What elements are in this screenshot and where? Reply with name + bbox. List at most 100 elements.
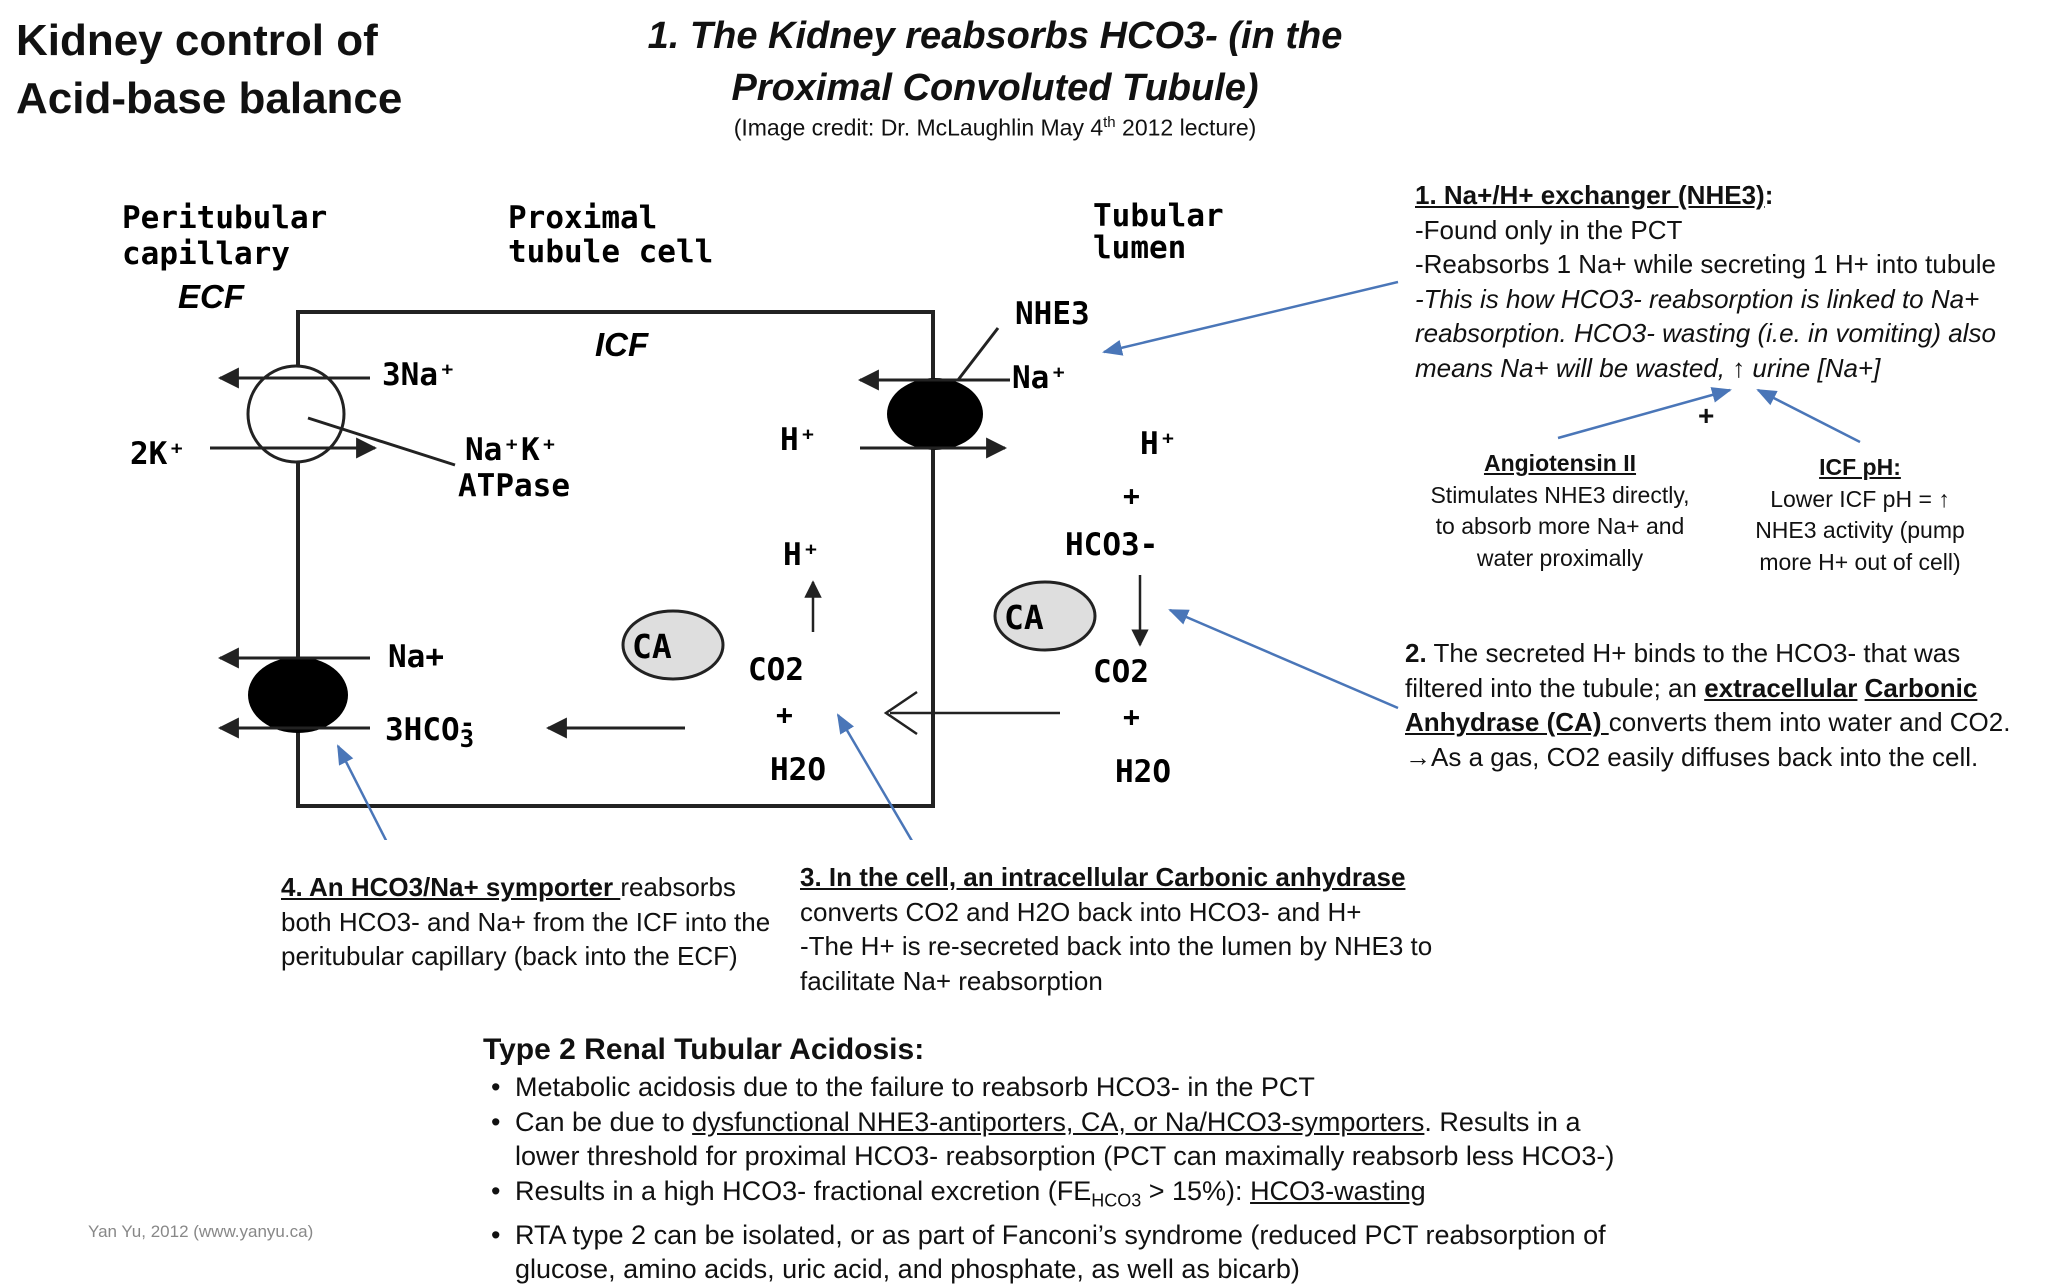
label-peritubular-2: capillary (122, 236, 290, 272)
note3-line2: -The H+ is re-secreted back into the lum… (800, 931, 1433, 961)
label-h-cell-2: H⁺ (783, 537, 820, 573)
arrow-angiotensin (1557, 387, 1732, 440)
label-lumen-2: lumen (1093, 230, 1186, 266)
label-peritubular-1: Peritubular (122, 200, 327, 236)
note4-line2: peritubular capillary (back into the ECF… (281, 941, 738, 971)
note2-bold2: Carbonic (1864, 672, 1978, 703)
plus-cell: + (776, 698, 793, 731)
note1-line3: -This is how HCO3- reabsorption is linke… (1415, 283, 1980, 314)
icfph-line3: more H+ out of cell) (1759, 548, 1961, 575)
note4-tail: reabsorbs (620, 872, 736, 902)
rta-b2-pre: Can be due to (515, 1106, 693, 1137)
plus-lumen-2: + (1123, 700, 1140, 733)
note1-colon: : (1764, 180, 1774, 210)
label-2k: 2K⁺ (130, 436, 186, 472)
note2-line2: filtered into the tubule; an (1405, 672, 1705, 703)
note1-heading: 1. Na+/H+ exchanger (NHE3) (1415, 180, 1765, 210)
rta-b3-pre: Results in a high HCO3- fractional excre… (515, 1175, 1092, 1206)
note-icf-ph: ICF pH: Lower ICF pH = ↑ NHE3 activity (… (1730, 452, 1990, 578)
label-ca-cell: CA (632, 627, 672, 666)
nhe3-pump (887, 378, 983, 450)
label-3na: 3Na⁺ (382, 357, 457, 393)
label-h-cell: H⁺ (780, 422, 817, 458)
rta-b2-post: . Results in a (1424, 1106, 1581, 1137)
rta-section: Type 2 Renal Tubular Acidosis: Metabolic… (483, 1030, 1614, 1287)
note4-line1: both HCO3- and Na+ from the ICF into the (281, 906, 771, 937)
rta-bullet-1: Metabolic acidosis due to the failure to… (491, 1070, 1614, 1105)
label-proximal-2: tubule cell (508, 234, 713, 270)
label-na-symp: Na+ (388, 639, 444, 675)
pointer-note4 (336, 744, 388, 840)
section-title-line2: Proximal Convoluted Tubule) (731, 67, 1259, 109)
label-icf: ICF (595, 326, 649, 363)
angiotensin-line2: to absorb more Na+ and (1435, 513, 1685, 539)
main-title: Kidney control of Acid-base balance (16, 12, 402, 128)
arrowhead-co2-diffusion (883, 690, 918, 736)
rta-b3-sub: HCO3 (1091, 1190, 1142, 1211)
note-extracellular-ca: 2. The secreted H+ binds to the HCO3- th… (1405, 636, 2010, 774)
nhe3-pointer (956, 327, 1000, 381)
label-co2-lumen: CO2 (1093, 654, 1149, 690)
icfph-line2: NHE3 activity (pump (1755, 517, 1965, 543)
note3-line3: facilitate Na+ reabsorption (800, 965, 1103, 996)
rta-bullet-2-cont: lower threshold for proximal HCO3- reabs… (515, 1141, 1615, 1172)
rta-heading: Type 2 Renal Tubular Acidosis: (483, 1033, 925, 1066)
label-hco3-symp: 3HCO3- (385, 709, 475, 753)
note2-line4: →As a gas, CO2 easily diffuses back into… (1405, 741, 1979, 772)
icfph-heading: ICF pH: (1819, 454, 1901, 480)
nak-atpase-pump (246, 364, 346, 464)
label-ecf: ECF (178, 278, 245, 315)
rta-bullet-3: Results in a high HCO3- fractional excre… (491, 1174, 1614, 1218)
note2-num: 2. (1405, 638, 1427, 668)
main-title-line2: Acid-base balance (16, 74, 403, 123)
pointer-note3 (836, 713, 913, 840)
note1-line4: reabsorption. HCO3- wasting (i.e. in vom… (1415, 318, 1996, 348)
label-h2o-lumen: H2O (1115, 754, 1171, 790)
section-title-line1: 1. The Kidney reabsorbs HCO3- (in the (647, 15, 1343, 57)
credit-prefix: (Image credit: Dr. McLaughlin May 4 (733, 114, 1104, 141)
rta-bullet-2: Can be due to dysfunctional NHE3-antipor… (491, 1105, 1614, 1140)
arrow-icfph (1756, 388, 1861, 444)
angiotensin-line1: Stimulates NHE3 directly, (1430, 481, 1690, 508)
note2-line3: converts them into water and CO2. (1608, 707, 2011, 737)
rta-bullet-4-cont: glucose, amino acids, uric acid, and pho… (515, 1254, 1300, 1285)
note2-bold3: Anhydrase (CA) (1405, 707, 1609, 737)
modulator-arrows (1557, 387, 1861, 444)
note3-line1: converts CO2 and H2O back into HCO3- and… (800, 896, 1362, 927)
note4-heading: 4. An HCO3/Na+ symporter (281, 872, 621, 902)
label-na-lumen: Na⁺ (1012, 360, 1068, 396)
label-nhe3: NHE3 (1015, 296, 1090, 332)
rta-b3-underline: HCO3-wasting (1250, 1175, 1426, 1206)
hco3-na-symporter (248, 657, 348, 733)
atpase-pointer (307, 416, 456, 467)
label-ca-lumen: CA (1004, 598, 1044, 637)
ca-lumen (993, 580, 1097, 652)
section-title: 1. The Kidney reabsorbs HCO3- (in the Pr… (580, 10, 1410, 114)
label-h-lumen: H⁺ (1140, 426, 1177, 462)
note1-plus: + (1698, 400, 1715, 431)
pointer-note2 (1168, 608, 1399, 710)
label-atpase-2: ATPase (458, 468, 570, 504)
angiotensin-heading: Angiotensin II (1483, 450, 1637, 476)
note1-line1: -Found only in the PCT (1415, 214, 1683, 245)
note1-line5: means Na+ will be wasted, ↑ urine [Na+] (1415, 352, 1881, 383)
note2-bold1: extracellular (1704, 672, 1858, 703)
label-h2o-cell: H2O (770, 752, 826, 788)
pointer-note1 (1102, 280, 1399, 356)
label-proximal-1: Proximal (508, 200, 657, 236)
credit-suffix: 2012 lecture) (1115, 114, 1257, 141)
note-symporter: 4. An HCO3/Na+ symporter reabsorbs both … (281, 870, 770, 974)
main-title-line1: Kidney control of (16, 16, 378, 65)
note-nhe3: 1. Na+/H+ exchanger (NHE3): -Found only … (1415, 178, 1996, 385)
label-co2-cell: CO2 (748, 652, 804, 688)
footer-credit: Yan Yu, 2012 (www.yanyu.ca) (88, 1222, 314, 1241)
pct-diagram: Peritubular capillary Proximal tubule ce… (122, 198, 1399, 840)
note2-line1: The secreted H+ binds to the HCO3- that … (1426, 638, 1961, 668)
rta-list: Metabolic acidosis due to the failure to… (483, 1070, 1614, 1287)
credit-sup: th (1103, 114, 1116, 131)
ca-cell (621, 609, 725, 681)
image-credit: (Image credit: Dr. McLaughlin May 4th 20… (580, 114, 1410, 142)
note3-heading: 3. In the cell, an intracellular Carboni… (800, 862, 1406, 892)
cell-outline (296, 310, 935, 808)
note-angiotensin: Angiotensin II Stimulates NHE3 directly,… (1415, 448, 1705, 574)
